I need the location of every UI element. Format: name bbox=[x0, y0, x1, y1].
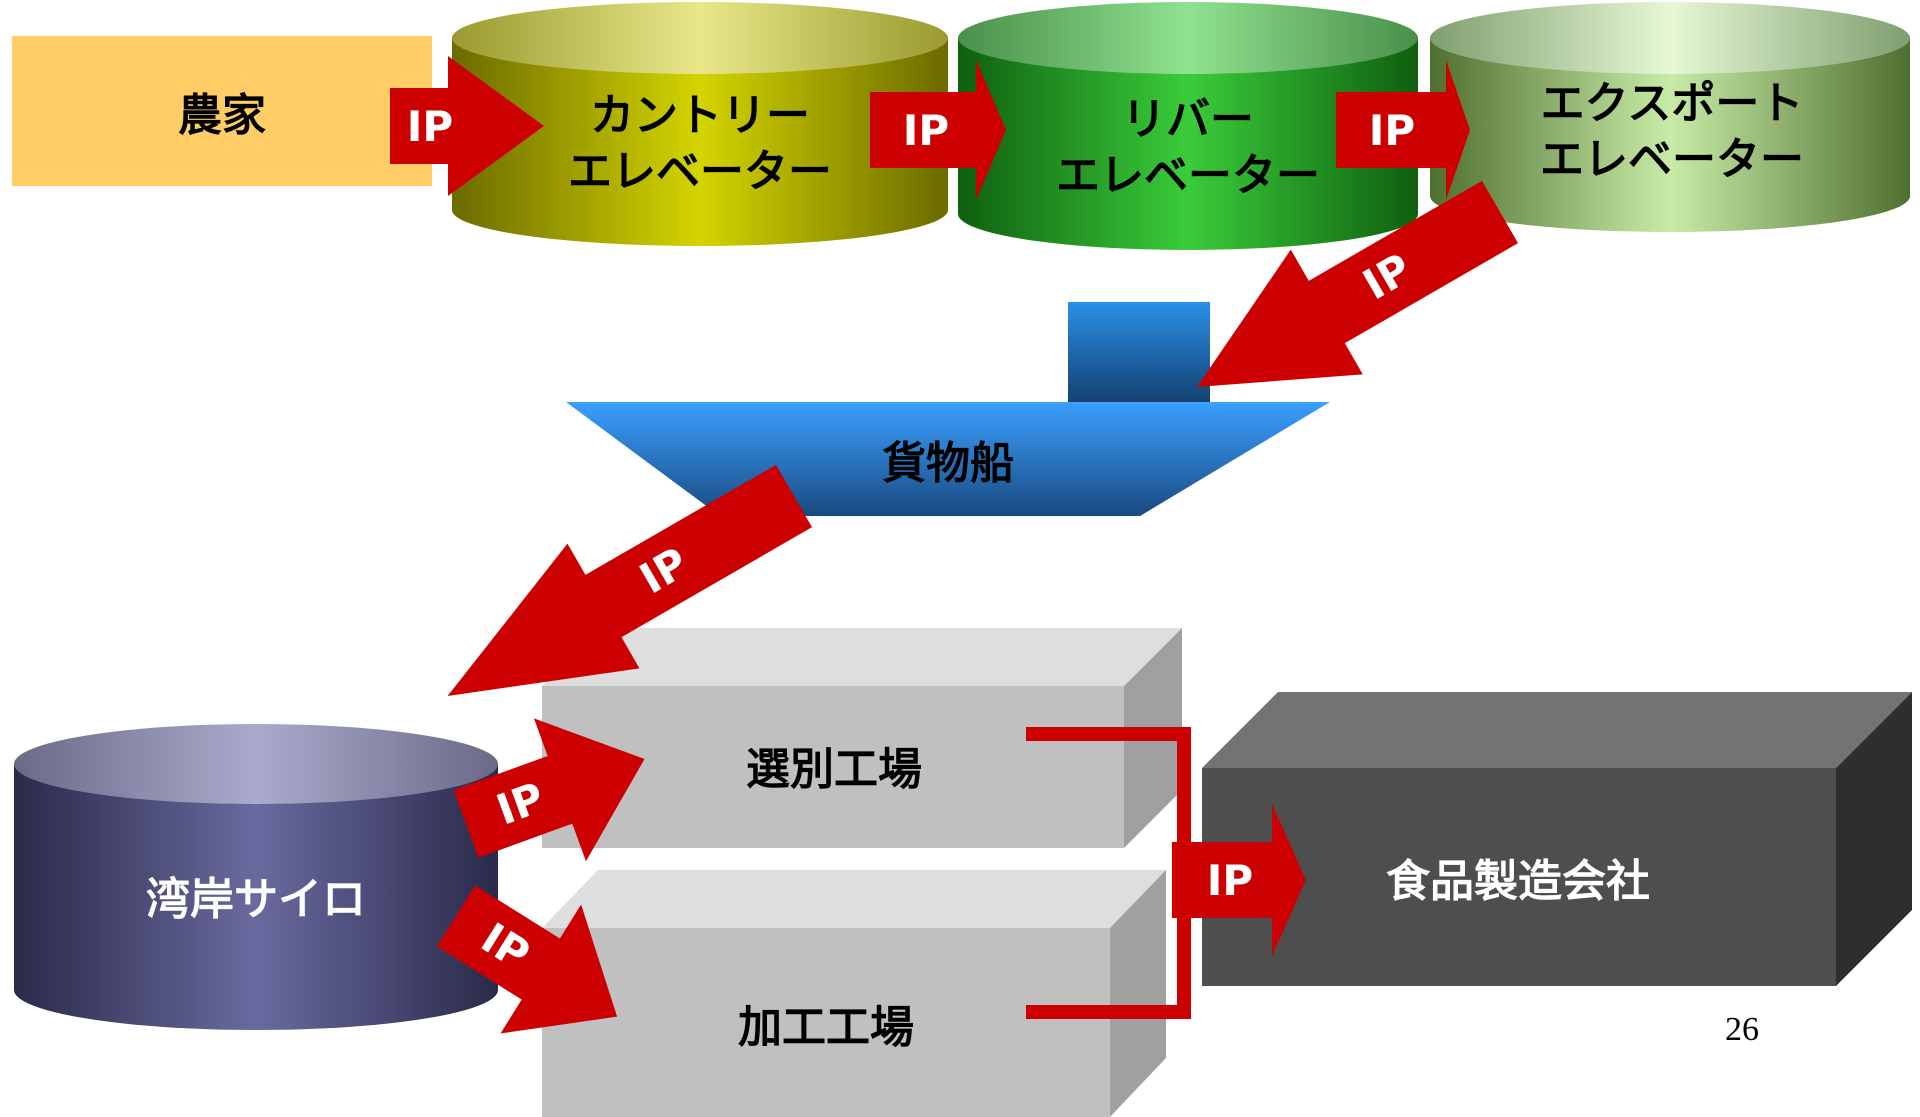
port-silo-cylinder: 湾岸サイロ bbox=[14, 724, 498, 1030]
cargo-ship-label: 貨物船 bbox=[882, 438, 1014, 489]
processing-plant-label: 加工工場 bbox=[738, 1002, 914, 1053]
page-number: 26 bbox=[1725, 1011, 1759, 1048]
processing-plant-box: 加工工場 bbox=[542, 870, 1166, 1117]
ip-arrow-ship-to-silo: IP bbox=[447, 464, 812, 696]
ip-arrow-country-to-river: IP bbox=[870, 60, 1006, 200]
ip-arrow-river-to-export: IP bbox=[1336, 60, 1470, 200]
river-elevator-label-line1: リバー bbox=[1122, 94, 1254, 145]
ip-arrow-farmer-to-country: IP bbox=[390, 56, 544, 196]
ship-cabin bbox=[1068, 302, 1210, 404]
cargo-ship: 貨物船 bbox=[566, 302, 1330, 516]
food-manufacturer-box: 食品製造会社 bbox=[1202, 692, 1912, 986]
port-silo-label: 湾岸サイロ bbox=[146, 874, 366, 925]
ip-label: IP bbox=[407, 102, 453, 151]
ip-arrow-silo-to-processing: IP bbox=[436, 885, 618, 1034]
farmer-box: 農家 bbox=[12, 36, 432, 186]
ip-label: IP bbox=[1207, 856, 1253, 905]
export-elevator-label-line1: エクスポート bbox=[1541, 78, 1804, 129]
ip-arrow-export-to-ship: IP bbox=[1196, 180, 1518, 387]
ip-arrow-silo-to-sorting: IP bbox=[453, 718, 645, 862]
sorting-plant-label: 選別工場 bbox=[746, 744, 922, 795]
river-elevator-cylinder: リバー エレベーター bbox=[958, 2, 1418, 250]
country-elevator-label-line1: カントリー bbox=[590, 90, 810, 141]
ip-label: IP bbox=[1369, 106, 1415, 155]
export-elevator-cylinder: エクスポート エレベーター bbox=[1430, 2, 1910, 232]
food-manufacturer-label: 食品製造会社 bbox=[1386, 856, 1650, 907]
river-elevator-label-line2: エレベーター bbox=[1056, 150, 1320, 201]
country-elevator-cylinder: カントリー エレベーター bbox=[452, 2, 948, 246]
country-elevator-label-line2: エレベーター bbox=[568, 146, 832, 197]
farmer-label: 農家 bbox=[178, 90, 266, 141]
ip-arrow-plants-to-manufacturer: IP bbox=[1172, 804, 1306, 956]
ip-label: IP bbox=[903, 106, 949, 155]
export-elevator-label-line2: エレベーター bbox=[1540, 134, 1804, 185]
